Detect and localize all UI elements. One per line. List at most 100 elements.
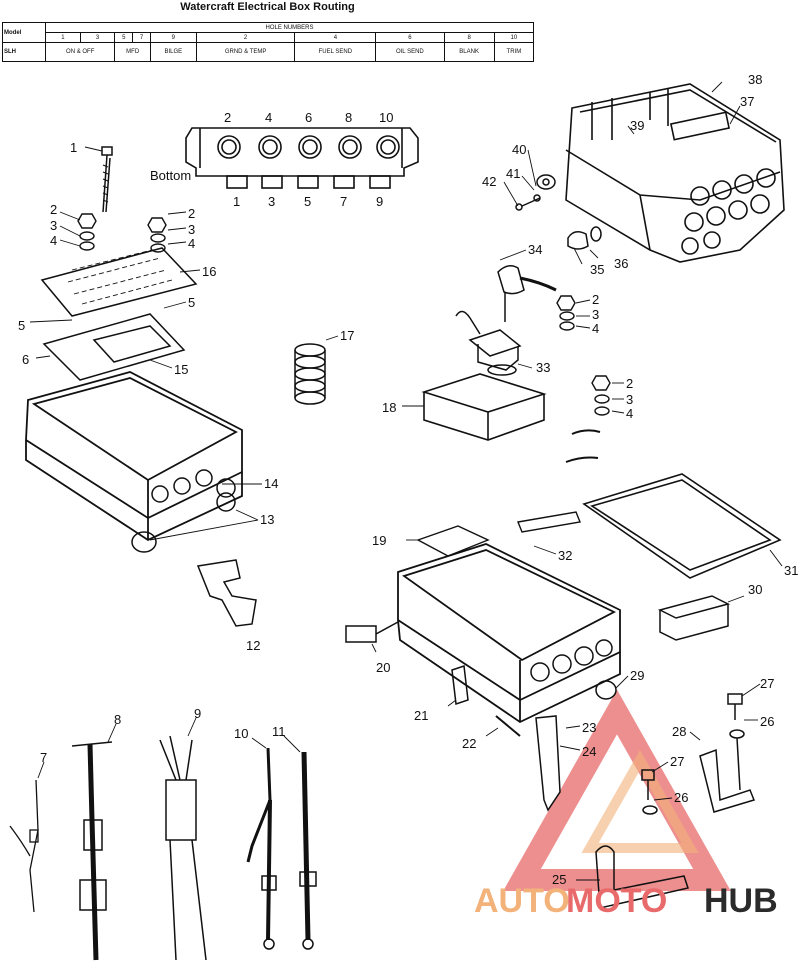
assembled-box-label-plate — [669, 111, 731, 141]
page-title: Watercraft Electrical Box Routing — [180, 1, 355, 13]
terminal-wires — [565, 429, 601, 463]
callout-4-right: 4 — [188, 236, 195, 251]
table-row: SLH ON & OFF MFD BILGE GRND & TEMP FUEL … — [2, 42, 535, 62]
watermark-inner-triangle — [581, 749, 699, 853]
callout-15: 15 — [174, 362, 188, 377]
callout-36: 36 — [614, 256, 628, 271]
callout-2-right: 2 — [188, 206, 195, 221]
bracket-40-41-42 — [515, 174, 556, 211]
hole-label-5: 5 — [304, 194, 311, 209]
callout-18: 18 — [382, 400, 396, 415]
lower-box-right — [397, 543, 621, 724]
watermark-logo — [503, 689, 731, 891]
callout-4-left: 4 — [50, 233, 57, 248]
callout-2-mid: 2 — [592, 292, 599, 307]
hole-label-4: 4 — [265, 110, 272, 125]
callout-20: 20 — [376, 660, 390, 675]
callout-2-low: 2 — [626, 376, 633, 391]
callout-27-right: 27 — [760, 676, 774, 691]
callout-32: 32 — [558, 548, 572, 563]
callout-12: 12 — [246, 638, 260, 653]
callout-27-mid: 27 — [670, 754, 684, 769]
bracket-21-pin-22 — [451, 664, 521, 737]
callout-1: 1 — [70, 140, 77, 155]
hole-label-9: 9 — [376, 194, 383, 209]
callout-38: 38 — [748, 72, 762, 87]
callout-7: 7 — [40, 750, 47, 765]
hole-label-3: 3 — [268, 194, 275, 209]
callout-14: 14 — [264, 476, 278, 491]
bottom-label: Bottom — [150, 168, 191, 183]
hardware-left-2-3-4 — [77, 213, 167, 253]
callout-33: 33 — [536, 360, 550, 375]
harness-9 — [159, 735, 207, 961]
lower-box-left-grommets — [131, 469, 236, 553]
hole-label-1: 1 — [233, 194, 240, 209]
callout-5-left: 5 — [18, 318, 25, 333]
callout-16: 16 — [202, 264, 216, 279]
callout-6: 6 — [22, 352, 29, 367]
bottom-view-outline — [185, 127, 419, 177]
callout-40: 40 — [512, 142, 526, 157]
lower-box-right-grommets — [530, 639, 617, 700]
hole-label-2: 2 — [224, 110, 231, 125]
gasket-31 — [582, 473, 782, 579]
routing-table: Model HOLE NUMBERS 1 3 5 7 9 2 4 6 8 10 … — [2, 22, 535, 62]
module-18 — [421, 373, 547, 441]
plates-19-32 — [416, 511, 581, 557]
callout-29: 29 — [630, 668, 644, 683]
module-15 — [92, 325, 172, 363]
bottom-view-holes — [217, 135, 400, 159]
callout-30: 30 — [748, 582, 762, 597]
table-cell: GRND & TEMP — [195, 42, 296, 62]
watermark-text: AUTO MOTO HUB — [474, 882, 778, 920]
hole-label-7: 7 — [340, 194, 347, 209]
callout-13: 13 — [260, 512, 274, 527]
table-cell: TRIM — [493, 42, 535, 62]
bottom-view-grommets — [226, 175, 391, 189]
callout-19: 19 — [372, 533, 386, 548]
circuit-board-16 — [40, 247, 198, 317]
cable-34 — [497, 265, 557, 322]
hole-label-10: 10 — [379, 110, 393, 125]
callout-35: 35 — [590, 262, 604, 277]
callout-4-low: 4 — [626, 406, 633, 421]
mounting-hardware — [535, 693, 756, 909]
bracket-12 — [196, 559, 257, 627]
table-cell: FUEL SEND — [294, 42, 377, 62]
callout-42: 42 — [482, 174, 496, 189]
callout-9: 9 — [194, 706, 201, 721]
callout-4-mid: 4 — [592, 321, 599, 336]
harness-7 — [9, 779, 39, 913]
lower-box-left — [25, 371, 243, 542]
assembled-box-body — [565, 83, 785, 263]
base-plate-6 — [42, 313, 186, 381]
assembled-box-grommets — [681, 168, 776, 255]
callout-5-right: 5 — [188, 295, 195, 310]
table-cell: BLANK — [443, 42, 495, 62]
watermark-auto: AUTO — [474, 882, 570, 920]
callout-41: 41 — [506, 166, 520, 181]
callout-37: 37 — [740, 94, 754, 109]
callout-21: 21 — [414, 708, 428, 723]
callout-8: 8 — [114, 712, 121, 727]
callout-34: 34 — [528, 242, 542, 257]
plug-35-36 — [567, 226, 602, 250]
table-cell: MFD — [114, 42, 151, 62]
callout-3-mid: 3 — [592, 307, 599, 322]
grommet-stack-17 — [294, 343, 326, 405]
watermark-hub: HUB — [704, 882, 778, 920]
callout-24: 24 — [582, 744, 596, 759]
callout-labels: 1 2 3 4 2 3 4 16 5 5 6 15 17 14 13 12 34… — [18, 72, 798, 887]
callout-3-left: 3 — [50, 218, 57, 233]
leader-lines — [29, 81, 783, 881]
callout-31: 31 — [784, 563, 798, 578]
callout-25: 25 — [552, 872, 566, 887]
screw-part-1 — [101, 146, 113, 213]
callout-26-mid: 26 — [674, 790, 688, 805]
module-30 — [657, 595, 731, 641]
hardware-right-2-3-4 — [556, 295, 611, 416]
watermark-moto: MOTO — [566, 882, 667, 920]
callout-3-right: 3 — [188, 222, 195, 237]
harness-10 — [246, 747, 277, 950]
